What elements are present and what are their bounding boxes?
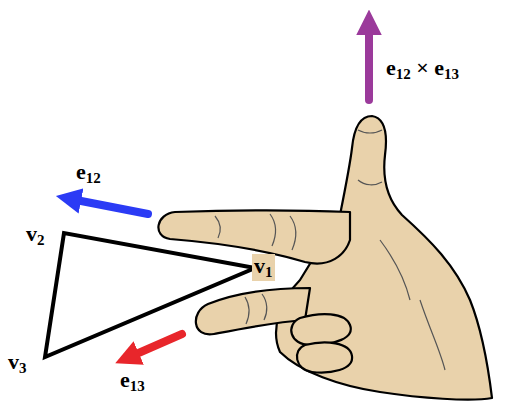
edge-vector <box>134 334 182 355</box>
vector-label: v3 <box>6 350 29 377</box>
hand-creases <box>215 130 445 370</box>
vector-label: v2 <box>24 222 47 249</box>
normal-vector <box>365 30 373 100</box>
vector-label: e12 <box>74 160 103 187</box>
edge-vector <box>76 200 148 214</box>
triangle <box>45 233 255 357</box>
vector-label: e12 × e13 <box>384 56 461 83</box>
vector-label: e13 <box>118 368 147 395</box>
vector-label: v1 <box>252 254 275 281</box>
